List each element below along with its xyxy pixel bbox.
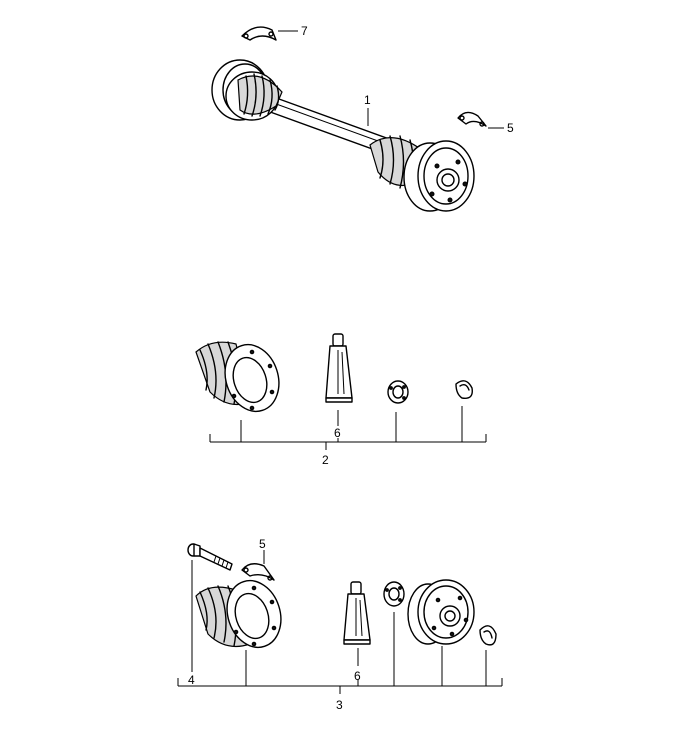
right-cv-joint <box>369 135 475 212</box>
boot-kit-2: 6 2 <box>195 333 487 467</box>
callout-4: 4 <box>188 673 195 687</box>
callout-2: 2 <box>322 453 329 467</box>
bracket-3 <box>177 550 503 694</box>
clip-plate-7 <box>241 26 277 41</box>
clip-plate-5-bottom <box>241 563 275 581</box>
bracket-2 <box>209 406 487 450</box>
clip-plate-5 <box>457 111 487 127</box>
drive-shaft-assembly: 7 1 5 <box>211 24 514 212</box>
boot-2 <box>195 341 280 413</box>
callout-6-middle: 6 <box>334 426 341 440</box>
spline-hub <box>429 159 468 203</box>
circlip-toothed-bottom <box>383 581 405 607</box>
callout-5-top: 5 <box>507 121 514 135</box>
callout-7: 7 <box>301 24 308 38</box>
joint-kit-3: 4 5 6 3 <box>177 537 503 712</box>
boot-3 <box>195 579 282 649</box>
left-boot <box>237 73 283 117</box>
retaining-ring <box>455 380 473 399</box>
callout-1: 1 <box>364 93 371 107</box>
callout-6-bottom: 6 <box>354 669 361 683</box>
grease-tube-bottom <box>343 581 371 645</box>
cv-joint-body <box>407 579 475 645</box>
callout-3: 3 <box>336 698 343 712</box>
socket-bolt <box>187 543 233 571</box>
left-cv-joint <box>211 59 283 121</box>
retaining-ring-bottom <box>479 625 497 646</box>
grease-tube-middle <box>325 333 353 403</box>
circlip-toothed <box>387 380 409 404</box>
callout-5-bottom: 5 <box>259 537 266 551</box>
